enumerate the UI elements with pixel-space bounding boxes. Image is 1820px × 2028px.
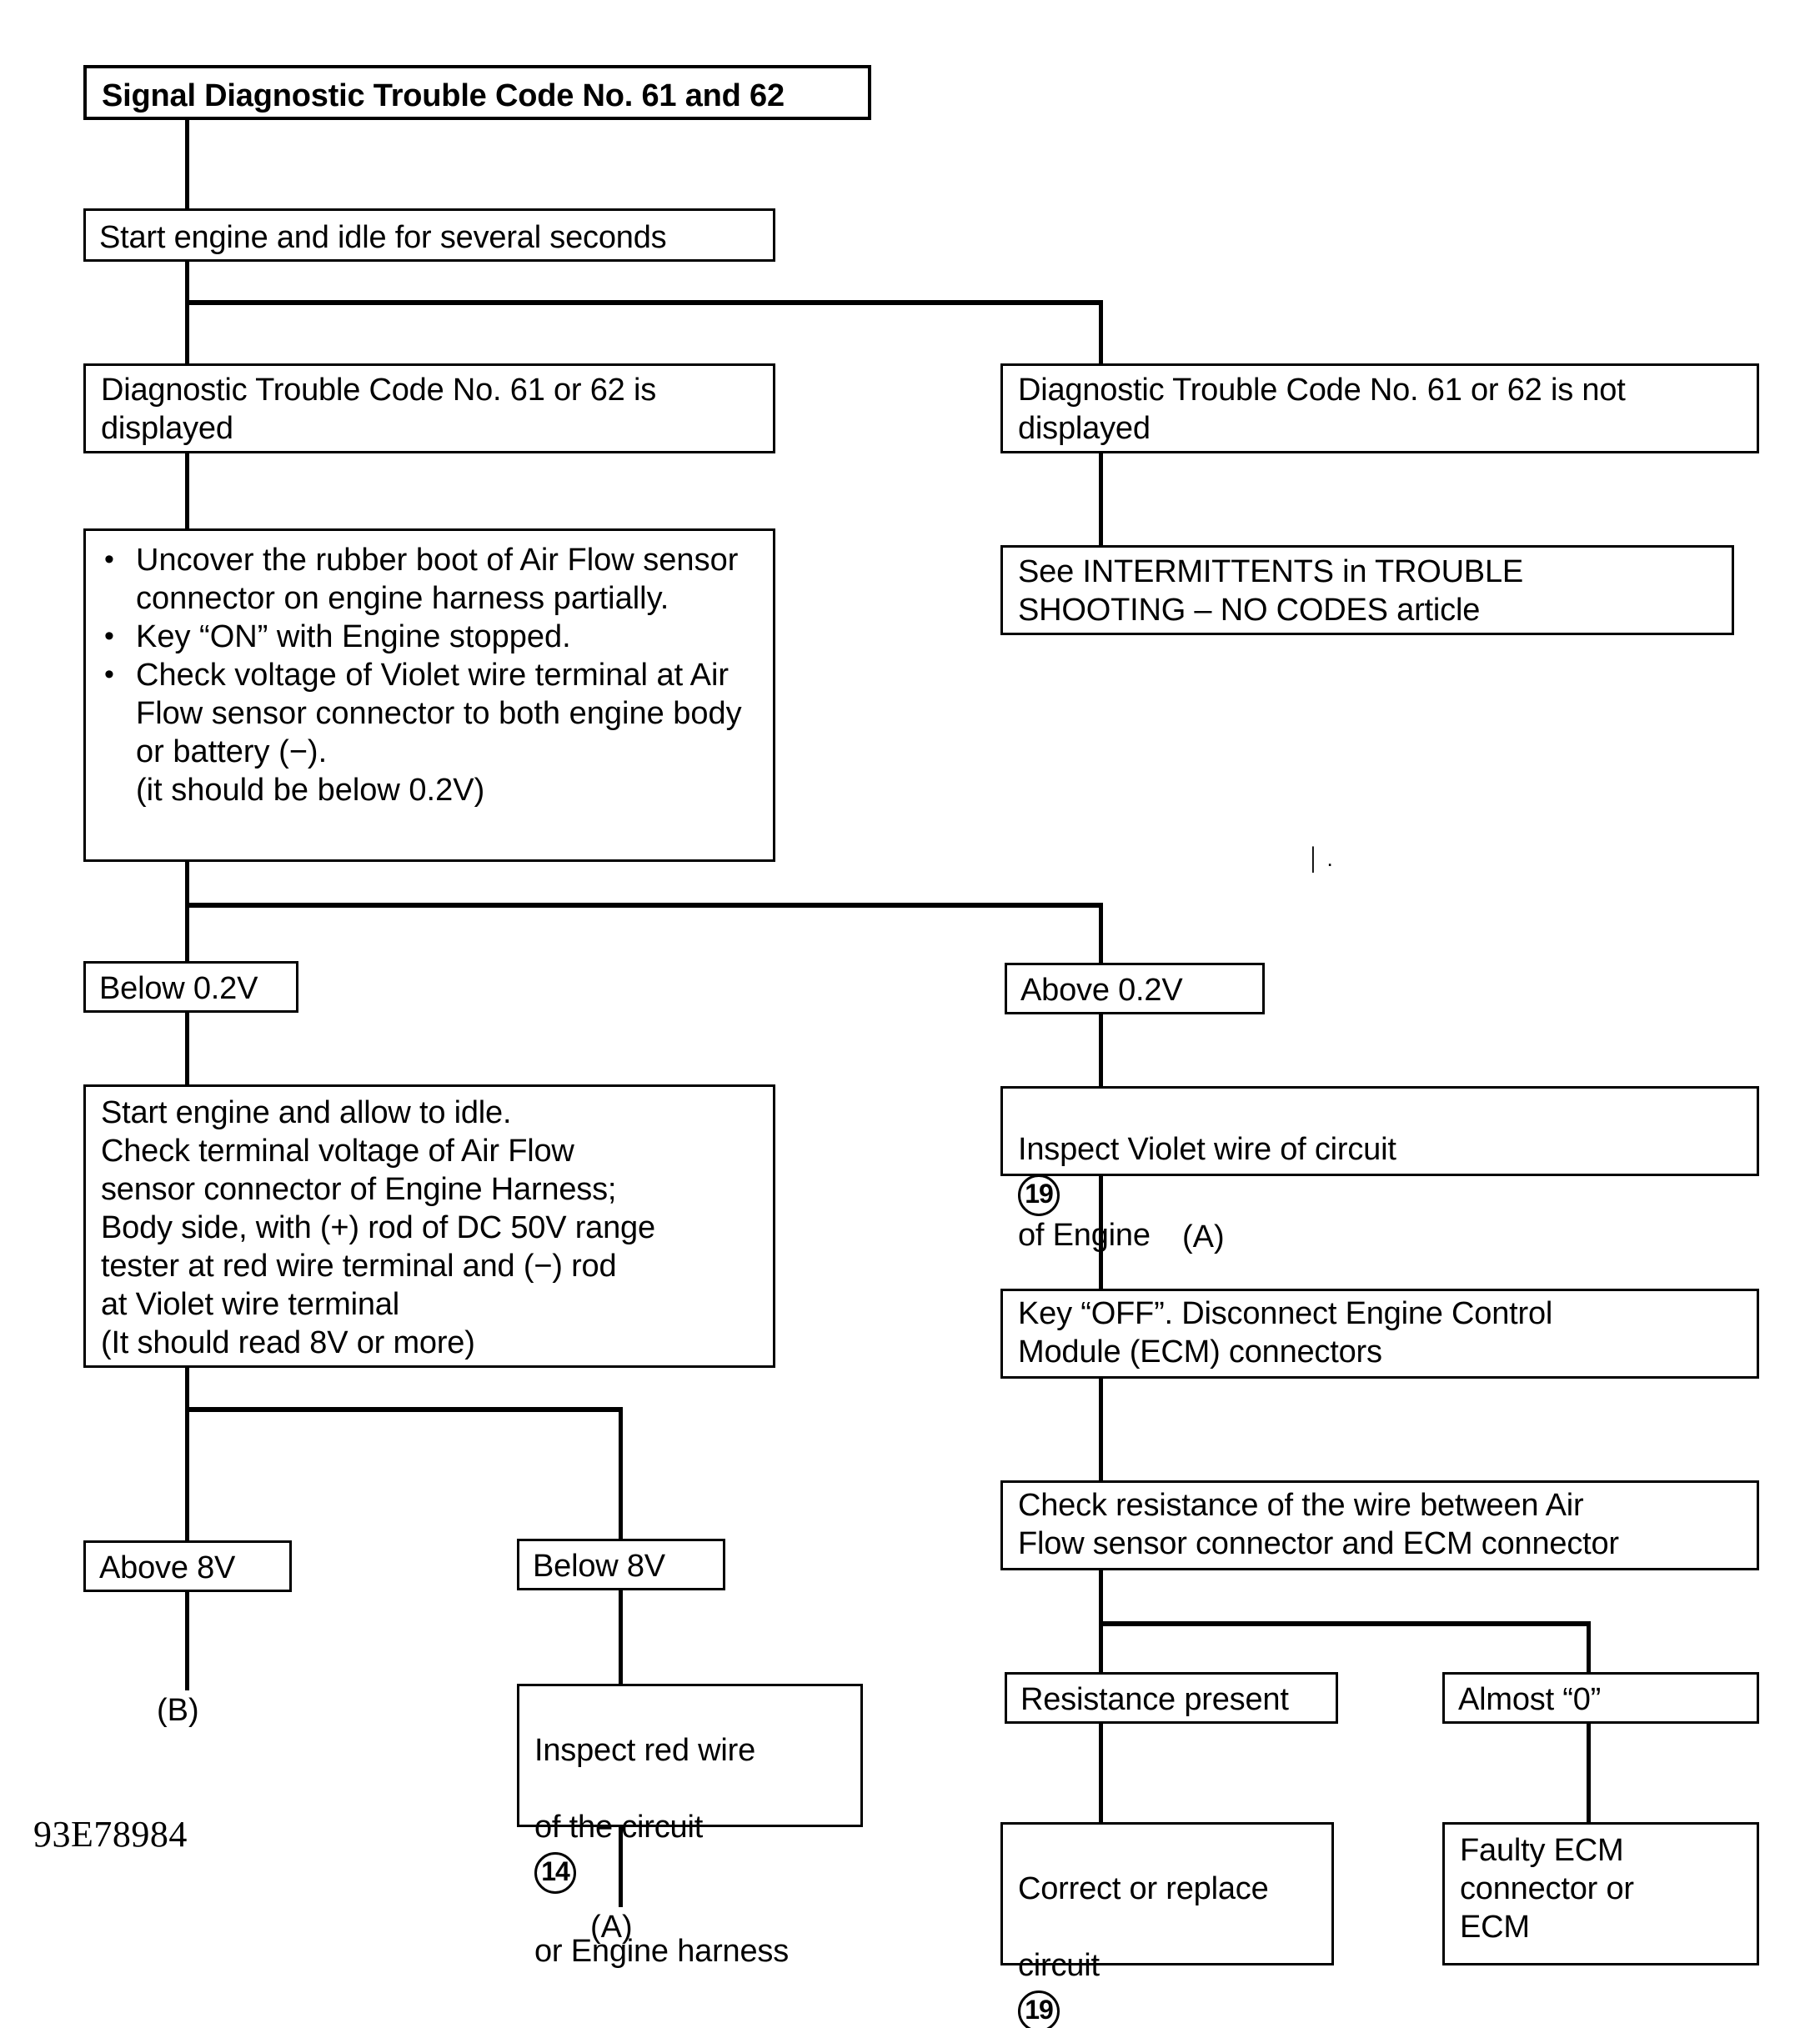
node-title-box: Signal Diagnostic Trouble Code No. 61 an… (83, 65, 871, 120)
connector-above8v-down (185, 1592, 189, 1690)
label-a-right: (A) (1182, 1219, 1225, 1254)
node-see-intermittents: See INTERMITTENTS in TROUBLE SHOOTING – … (1000, 545, 1734, 635)
connector-violet-to-keyoff (1099, 1176, 1103, 1289)
node-start-engine-idle-check: Start engine and allow to idle. Check te… (83, 1084, 775, 1368)
connector-above02v-down (1099, 1014, 1103, 1086)
connector-split-bar-1 (185, 300, 1102, 305)
connector-idlecheck-down (185, 1368, 189, 1411)
node-key-off-disconnect: Key “OFF”. Disconnect Engine Control Mod… (1000, 1289, 1759, 1379)
connector-to-below8v (619, 1465, 623, 1540)
label-a-bottom: (A) (590, 1910, 633, 1945)
connector-resistance-down (1099, 1570, 1103, 1625)
connector-split-left-1 (185, 300, 189, 363)
correct-replace-line1: Correct or replace (1018, 1871, 1269, 1906)
connector-checklist-down (185, 862, 189, 907)
node-inspect-red-wire: Inspect red wire of the circuit 14 or En… (517, 1684, 863, 1969)
connector-split-left-2 (185, 903, 189, 961)
inspect-violet-text-post: of Engine (1018, 1218, 1151, 1253)
connector-split-left-4 (1099, 1621, 1103, 1716)
connector-split-bar-2 (185, 903, 1102, 908)
connector-almost-zero-down (1587, 1724, 1591, 1824)
checklist-list: Uncover the rubber boot of Air Flow sens… (98, 540, 761, 771)
node-check-resistance: Check resistance of the wire between Air… (1000, 1480, 1759, 1570)
connector-split-left-3 (185, 1407, 189, 1465)
node-faulty-ecm: Faulty ECM connector or ECM (1442, 1822, 1759, 1965)
connector-split-right-1 (1099, 300, 1103, 363)
node-dtc-not-displayed: Diagnostic Trouble Code No. 61 or 62 is … (1000, 363, 1759, 453)
checklist-item: Key “ON” with Engine stopped. (104, 617, 761, 656)
inspect-red-line1: Inspect red wire (534, 1733, 756, 1768)
drawing-code: 93E78984 (33, 1814, 188, 1855)
connector-split-bar-4 (1099, 1621, 1591, 1626)
inspect-violet-text-pre: Inspect Violet wire of circuit (1018, 1132, 1396, 1167)
node-checklist: Uncover the rubber boot of Air Flow sens… (83, 528, 775, 862)
connector-start-down (185, 262, 189, 303)
checklist-item: Uncover the rubber boot of Air Flow sens… (104, 540, 761, 618)
node-correct-or-replace: Correct or replace circuit 19 or its ter… (1000, 1822, 1334, 2028)
inspect-red-line3: or Engine harness (534, 1934, 790, 1969)
node-start-engine: Start engine and idle for several second… (83, 208, 775, 262)
node-resistance-present: Resistance present (1005, 1672, 1338, 1724)
connector-resistance-present-down (1099, 1724, 1103, 1824)
correct-replace-line2-pre: circuit (1018, 1948, 1100, 1983)
node-almost-zero: Almost “0” (1442, 1672, 1759, 1724)
connector-dtc-not-displayed-down (1099, 453, 1103, 545)
circuit-number-14-icon: 14 (534, 1852, 576, 1894)
node-dtc-displayed: Diagnostic Trouble Code No. 61 or 62 is … (83, 363, 775, 453)
connector-redwire-down (619, 1827, 623, 1907)
inspect-red-line2-pre: of the circuit (534, 1810, 704, 1845)
node-below-02v: Below 0.2V (83, 961, 298, 1013)
connector-split-right-4 (1587, 1621, 1591, 1716)
node-inspect-violet-wire: Inspect Violet wire of circuit 19 of Eng… (1000, 1086, 1759, 1329)
connector-dtc-displayed-down (185, 453, 189, 528)
scan-artifact-mark: │ . (1307, 846, 1333, 871)
circuit-number-19-icon: 19 (1018, 1174, 1060, 1216)
connector-split-bar-3 (185, 1407, 623, 1412)
node-below-8v: Below 8V (517, 1539, 725, 1590)
checklist-note: (it should be below 0.2V) (136, 773, 485, 808)
connector-to-above8v (185, 1465, 189, 1542)
node-above-02v: Above 0.2V (1005, 963, 1265, 1014)
checklist-item: Check voltage of Violet wire terminal at… (104, 655, 761, 771)
label-b-left: (B) (157, 1693, 199, 1728)
connector-below8v-down (619, 1590, 623, 1684)
node-above-8v: Above 8V (83, 1540, 292, 1592)
connector-below02v-down (185, 1013, 189, 1084)
connector-split-right-3 (619, 1407, 623, 1465)
connector-title-to-start (185, 120, 189, 208)
circuit-number-19-icon-2: 19 (1018, 1990, 1060, 2028)
connector-keyoff-to-resistance (1099, 1379, 1103, 1480)
connector-split-right-2 (1099, 903, 1103, 963)
